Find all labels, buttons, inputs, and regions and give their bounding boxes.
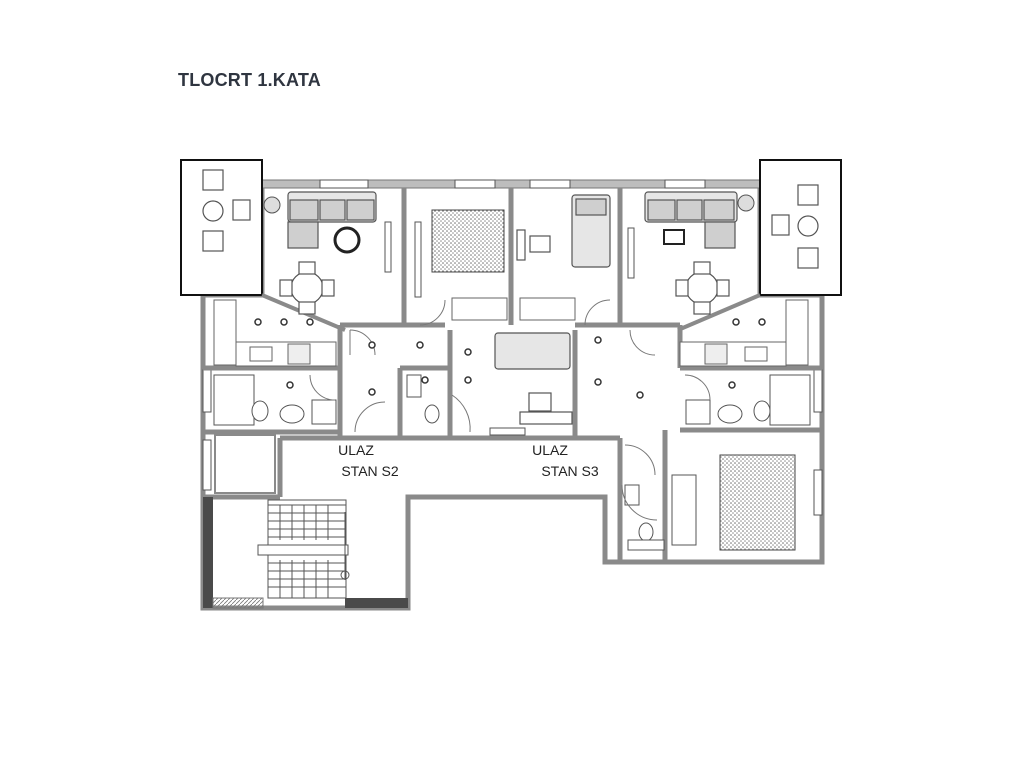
bathroom-right xyxy=(685,374,811,426)
wardrobe-center-right xyxy=(519,297,576,321)
desk-center xyxy=(494,332,573,425)
sofa-left xyxy=(287,191,377,249)
bed-s3 xyxy=(719,454,796,551)
tv-unit-left xyxy=(384,221,392,273)
bathroom-s3 xyxy=(624,474,697,551)
plant-icons xyxy=(263,194,755,214)
windows xyxy=(202,179,823,516)
page-title: TLOCRT 1.KATA xyxy=(178,70,321,90)
ceiling-lights xyxy=(254,318,766,399)
door-swings xyxy=(309,299,711,521)
dining-table-right xyxy=(675,261,730,315)
elevator-shaft xyxy=(214,434,276,494)
wardrobe-side xyxy=(414,221,422,298)
entrance-s3-label-line2: STAN S3 xyxy=(541,463,599,479)
coffee-table-right xyxy=(663,229,685,245)
entrance-s2-label-line1: ULAZ xyxy=(338,442,374,458)
stairwell-hatch xyxy=(212,597,264,609)
bed-center-left xyxy=(431,209,505,273)
coffee-table-left xyxy=(333,226,361,254)
wardrobe-center-left xyxy=(451,297,508,321)
entrance-s3-label-line1: ULAZ xyxy=(532,442,568,458)
wc-center xyxy=(406,374,440,424)
balcony-furniture xyxy=(202,169,819,269)
kitchen-left xyxy=(213,299,337,367)
entrance-s2-label-line2: STAN S2 xyxy=(341,463,399,479)
stairs xyxy=(257,499,350,599)
dining-table-left xyxy=(279,261,335,315)
tv-unit-right xyxy=(627,227,635,279)
kitchen-right xyxy=(679,299,809,367)
desk-center-right xyxy=(516,229,551,261)
stairwell-wall xyxy=(203,497,213,608)
bathroom-left xyxy=(213,374,337,426)
sofa-right xyxy=(644,191,738,249)
stairwell-wall-bottom xyxy=(345,598,408,608)
interior-walls xyxy=(203,188,822,562)
bed-center-right xyxy=(571,194,611,268)
